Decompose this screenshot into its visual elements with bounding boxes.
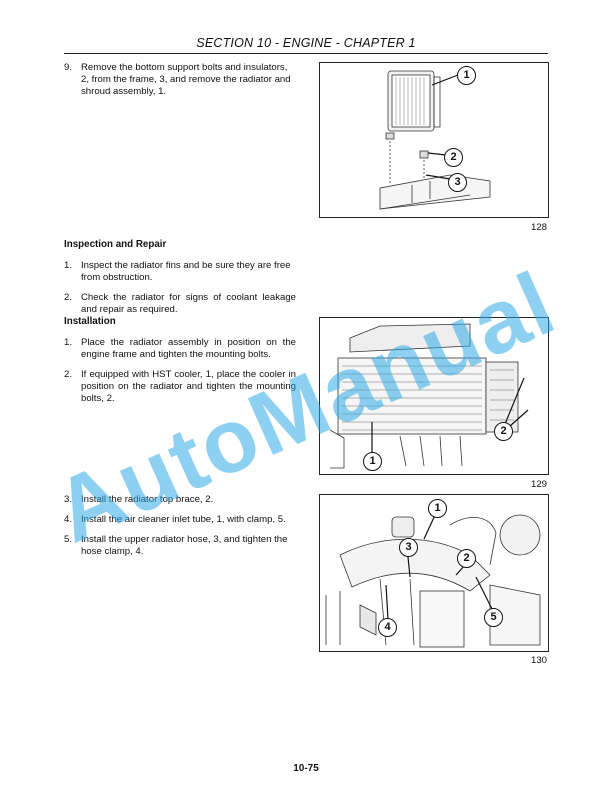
step-number: 2. [64,292,73,303]
callout-2: 2 [457,549,476,568]
step-text: If equipped with HST cooler, 1, place th… [81,369,296,404]
callout-1: 1 [363,452,382,471]
step-text: Inspect the radiator fins and be sure th… [81,260,291,283]
radiator-removal-illustration [379,70,491,210]
installation-continued: 3. Install the radiator top brace, 2. 4.… [64,494,296,566]
step-text: Install the air cleaner inlet tube, 1, w… [81,514,286,525]
callout-2: 2 [444,148,463,167]
step-number: 5. [64,534,73,545]
figure-130: 1 3 2 5 4 [319,494,549,652]
installation-section: Installation 1. Place the radiator assem… [64,316,296,413]
figure-number: 130 [530,655,547,666]
figure-number: 128 [530,222,547,233]
step-text: Place the radiator assembly in position … [81,337,296,360]
page-header: SECTION 10 - ENGINE - CHAPTER 1 [196,36,416,50]
section-heading: Inspection and Repair [64,239,167,250]
callout-3: 3 [399,538,418,557]
figure-129: 2 1 [319,317,549,475]
step-number: 1. [64,260,73,271]
callout-5: 5 [484,608,503,627]
page-number: 10-75 [293,763,319,774]
callout-2: 2 [494,422,513,441]
step-text: Check the radiator for signs of coolant … [81,292,296,315]
step-text: Install the upper radiator hose, 3, and … [81,534,288,557]
step-text: Remove the bottom support bolts and insu… [81,62,291,97]
step-number: 1. [64,337,73,348]
callout-3: 3 [448,173,467,192]
step-number: 4. [64,514,73,525]
step-number: 9. [64,62,73,73]
figure-number: 129 [530,479,547,490]
callout-4: 4 [378,618,397,637]
step-text: Install the radiator top brace, 2. [81,494,214,505]
step-number: 2. [64,369,73,380]
step-9: 9. Remove the bottom support bolts and i… [64,62,296,106]
callout-1: 1 [457,66,476,85]
section-heading: Installation [64,316,116,327]
callout-1: 1 [428,499,447,518]
hose-installation-illustration [325,512,541,648]
inspection-section: Inspection and Repair 1. Inspect the rad… [64,239,296,324]
radiator-cooler-illustration [329,323,529,469]
header-rule [64,53,548,54]
step-number: 3. [64,494,73,505]
figure-128: 1 2 3 [319,62,549,218]
